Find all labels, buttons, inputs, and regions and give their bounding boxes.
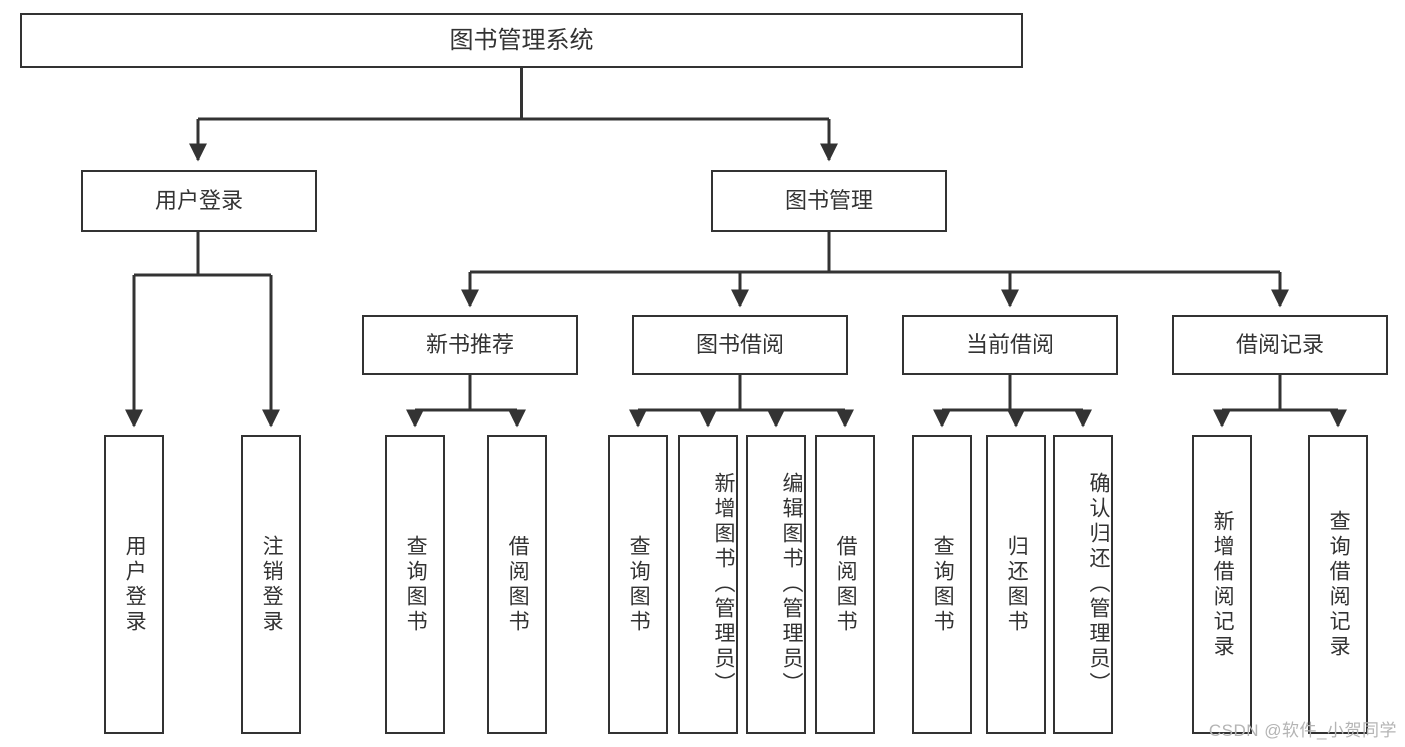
leaf-query-book-new[interactable]: 查询图书 — [385, 435, 445, 734]
leaf-query-book-borrow[interactable]: 查询图书 — [608, 435, 668, 734]
leaf-confirm-return-admin[interactable]: 确认归还（管理员） — [1053, 435, 1113, 734]
leaf-edit-book-admin-label: 编辑图书（管理员） — [780, 472, 803, 697]
leaf-add-borrow-record[interactable]: 新增借阅记录 — [1192, 435, 1252, 734]
node-user-login[interactable]: 用户登录 — [81, 170, 317, 232]
leaf-add-borrow-record-label: 新增借阅记录 — [1211, 509, 1235, 660]
leaf-borrow-book-new-label: 借阅图书 — [506, 534, 530, 635]
node-new-book-recommend-label: 新书推荐 — [425, 332, 514, 358]
leaf-confirm-return-admin-label: 确认归还（管理员） — [1087, 472, 1110, 697]
node-current-borrow-label: 当前借阅 — [965, 332, 1054, 358]
node-root[interactable]: 图书管理系统 — [20, 13, 1023, 68]
leaf-query-borrow-record[interactable]: 查询借阅记录 — [1308, 435, 1368, 734]
leaf-query-book-new-label: 查询图书 — [404, 534, 428, 635]
leaf-borrow-book-new[interactable]: 借阅图书 — [487, 435, 547, 734]
node-book-management[interactable]: 图书管理 — [711, 170, 947, 232]
leaf-return-book[interactable]: 归还图书 — [986, 435, 1046, 734]
node-user-login-label: 用户登录 — [154, 188, 243, 214]
leaf-query-book-current[interactable]: 查询图书 — [912, 435, 972, 734]
node-current-borrow[interactable]: 当前借阅 — [902, 315, 1118, 375]
node-book-management-label: 图书管理 — [784, 188, 873, 214]
leaf-add-book-admin[interactable]: 新增图书（管理员） — [678, 435, 738, 734]
node-borrow-record[interactable]: 借阅记录 — [1172, 315, 1388, 375]
leaf-logout-label: 注销登录 — [260, 534, 284, 635]
leaf-logout[interactable]: 注销登录 — [241, 435, 301, 734]
leaf-user-login[interactable]: 用户登录 — [104, 435, 164, 734]
leaf-return-book-label: 归还图书 — [1005, 534, 1029, 635]
leaf-query-borrow-record-label: 查询借阅记录 — [1327, 509, 1351, 660]
leaf-user-login-label: 用户登录 — [123, 534, 147, 635]
leaf-query-book-borrow-label: 查询图书 — [627, 534, 651, 635]
node-new-book-recommend[interactable]: 新书推荐 — [362, 315, 578, 375]
node-root-label: 图书管理系统 — [449, 26, 594, 54]
leaf-borrow-book[interactable]: 借阅图书 — [815, 435, 875, 734]
csdn-watermark: CSDN @软件_小贺同学 — [1208, 721, 1397, 740]
leaf-borrow-book-label: 借阅图书 — [834, 534, 858, 635]
leaf-query-book-current-label: 查询图书 — [931, 534, 955, 635]
node-borrow-record-label: 借阅记录 — [1235, 332, 1324, 358]
node-book-borrow[interactable]: 图书借阅 — [632, 315, 848, 375]
leaf-add-book-admin-label: 新增图书（管理员） — [712, 472, 735, 697]
leaf-edit-book-admin[interactable]: 编辑图书（管理员） — [746, 435, 806, 734]
node-book-borrow-label: 图书借阅 — [695, 332, 784, 358]
